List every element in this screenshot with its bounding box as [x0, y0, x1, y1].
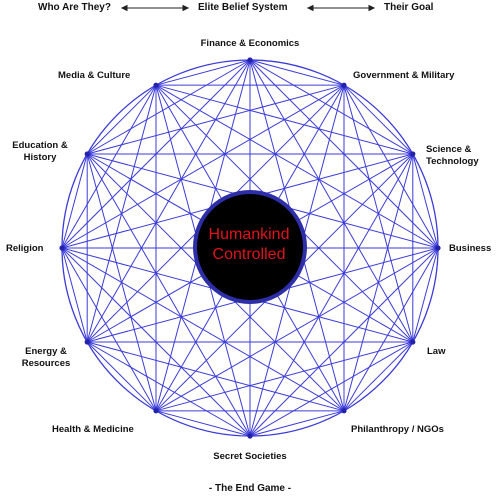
connection-line — [412, 153, 439, 249]
connection-line — [343, 84, 414, 155]
label-education: Education & History — [12, 140, 68, 163]
node-dot — [247, 57, 253, 63]
connection-line — [412, 247, 439, 343]
label-secret-societies: Secret Societies — [213, 451, 287, 462]
connection-line — [61, 84, 157, 249]
connection-line — [155, 59, 251, 86]
connection-line — [86, 153, 157, 411]
connection-line — [61, 247, 345, 412]
node-dot — [341, 82, 347, 88]
connection-line — [155, 410, 251, 437]
label-science: Science & Technology — [426, 144, 479, 167]
connection-line — [249, 410, 345, 437]
connection-line — [61, 247, 157, 412]
label-health: Health & Medicine — [52, 424, 134, 435]
label-government: Government & Military — [353, 70, 455, 81]
center-circle — [193, 190, 307, 304]
node-dot — [153, 408, 159, 414]
connection-line — [155, 84, 439, 249]
label-philanthropy: Philanthropy / NGOs — [351, 424, 444, 435]
label-religion: Religion — [6, 243, 44, 254]
node-dot — [59, 245, 65, 251]
center-label: Humankind Controlled — [190, 225, 308, 265]
center-line-1: Humankind — [208, 226, 290, 243]
connection-line — [86, 341, 157, 412]
node-dot — [84, 339, 90, 345]
node-dot — [84, 151, 90, 157]
connection-line — [343, 341, 414, 412]
connection-line — [61, 153, 88, 249]
label-law: Law — [427, 346, 446, 357]
connection-line — [249, 59, 345, 86]
connection-line — [61, 247, 88, 343]
footer-end-game: - The End Game - — [208, 483, 292, 494]
header-goal: Their Goal — [384, 2, 434, 13]
connection-line — [86, 84, 157, 155]
header-who: Who Are They? — [38, 2, 111, 13]
center-line-2: Controlled — [212, 246, 286, 263]
node-dot — [435, 245, 441, 251]
node-dot — [153, 82, 159, 88]
label-business: Business — [449, 243, 492, 254]
connection-line — [155, 84, 413, 155]
header-arrows — [120, 4, 376, 12]
label-energy: Energy & Resources — [21, 346, 71, 369]
header-belief: Elite Belief System — [198, 2, 288, 13]
node-dots — [59, 57, 441, 439]
node-dot — [341, 408, 347, 414]
connection-line — [86, 85, 157, 343]
connection-line — [86, 341, 251, 437]
connection-line — [86, 153, 251, 437]
node-dot — [410, 151, 416, 157]
label-finance: Finance & Economics — [200, 38, 300, 49]
node-dot — [410, 339, 416, 345]
label-media: Media & Culture — [58, 70, 131, 81]
node-dot — [247, 433, 253, 439]
